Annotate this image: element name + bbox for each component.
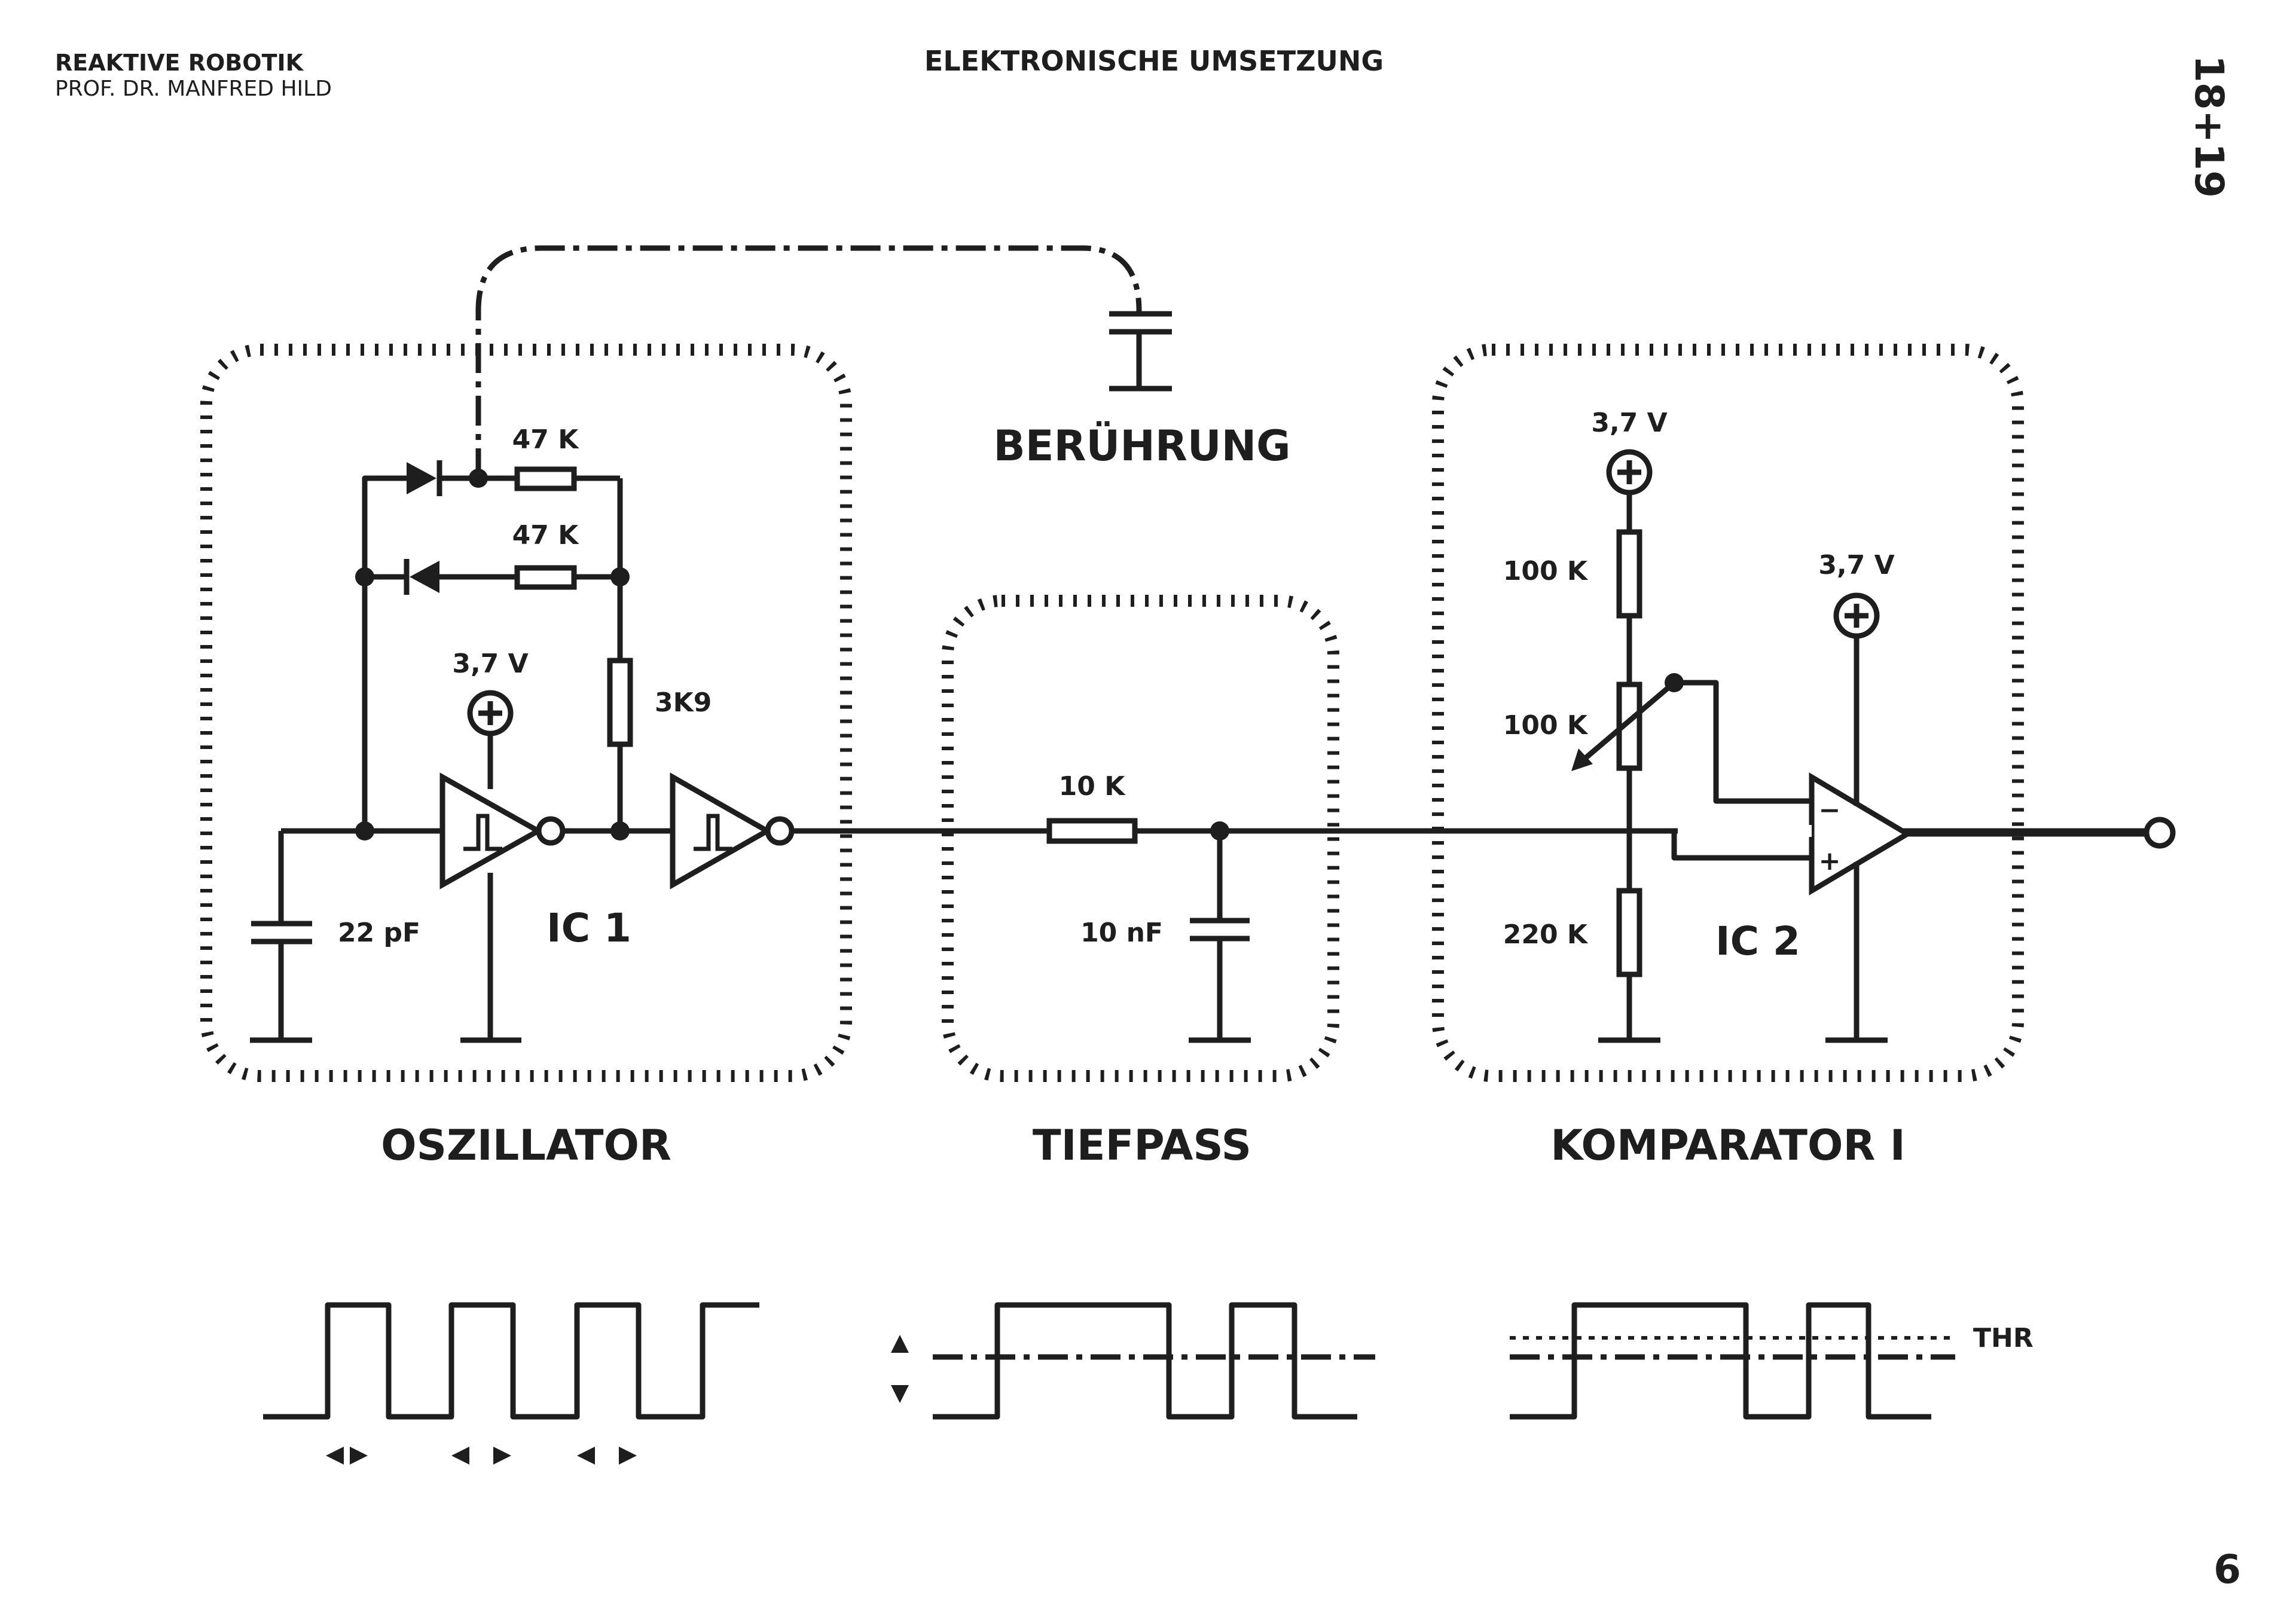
tiefpass-label: TIEFPASS [1033, 1121, 1251, 1170]
resistor-100k-top-label: 100 K [1503, 556, 1589, 586]
arrow-up-icon [891, 1335, 909, 1353]
resistor-10k-label: 10 K [1059, 771, 1126, 802]
supply-cmp-label: 3,7 V [1818, 550, 1894, 580]
diode-bottom [404, 559, 439, 595]
threshold-label: THR [1973, 1323, 2034, 1353]
resistor-47k-top [514, 466, 577, 491]
resistor-3k9-label: 3K9 [655, 687, 712, 718]
diode-top [407, 460, 442, 496]
schmitt-inverter-1 [439, 772, 566, 890]
chapter-number: 18+19 [2186, 55, 2232, 198]
komparator-label: KOMPARATOR I [1550, 1121, 1906, 1170]
resistor-220k [1616, 888, 1642, 977]
author-name: PROF. DR. MANFRED HILD [55, 77, 332, 101]
tiefpass-block-outline [942, 595, 1339, 1082]
resistor-47k-bottom [514, 565, 577, 590]
resistor-3k9 [607, 658, 633, 747]
resistor-47k-top-label: 47 K [512, 424, 580, 455]
oszillator-block-outline [200, 344, 852, 1082]
komparator-block-outline [1432, 344, 2024, 1082]
output-terminal [2144, 817, 2176, 849]
capacitor-10nf [1189, 831, 1251, 1043]
schmitt-inverter-2 [670, 772, 795, 890]
beruehrung-label: BERÜHRUNG [993, 421, 1290, 470]
ic2-label: IC 2 [1715, 918, 1800, 964]
page-number: 6 [2213, 1546, 2241, 1593]
supply-osc-label: 3,7 V [452, 649, 528, 679]
page-title: ELEKTRONISCHE UMSETZUNG [924, 45, 1384, 77]
resistor-10k [1046, 818, 1138, 844]
opamp-minus-sign: − [1819, 795, 1841, 826]
resistor-100k-top [1616, 529, 1642, 619]
waveform-oscillator [263, 1302, 759, 1465]
pot-wiper-arrow [1577, 680, 1676, 766]
waveform-tiefpass [891, 1302, 1375, 1420]
supply-div-label: 3,7 V [1591, 408, 1667, 438]
waveform-komparator: THR [1510, 1302, 2034, 1420]
capacitor-22pf [251, 921, 312, 945]
resistor-220k-label: 220 K [1503, 919, 1589, 950]
touch-capacitor [1109, 311, 1172, 392]
oszillator-label: OSZILLATOR [381, 1121, 671, 1170]
opamp-plus-sign: + [1819, 846, 1841, 876]
resistor-47k-bottom-label: 47 K [512, 520, 580, 551]
potentiometer-100k-label: 100 K [1503, 710, 1589, 741]
capacitor-22pf-label: 22 pF [338, 918, 420, 948]
course-title: REAKTIVE ROBOTIK [55, 50, 304, 76]
capacitor-10nf-label: 10 nF [1080, 918, 1163, 948]
ic1-label: IC 1 [546, 905, 631, 951]
arrow-down-icon [891, 1385, 909, 1403]
touch-wire [475, 245, 1142, 478]
